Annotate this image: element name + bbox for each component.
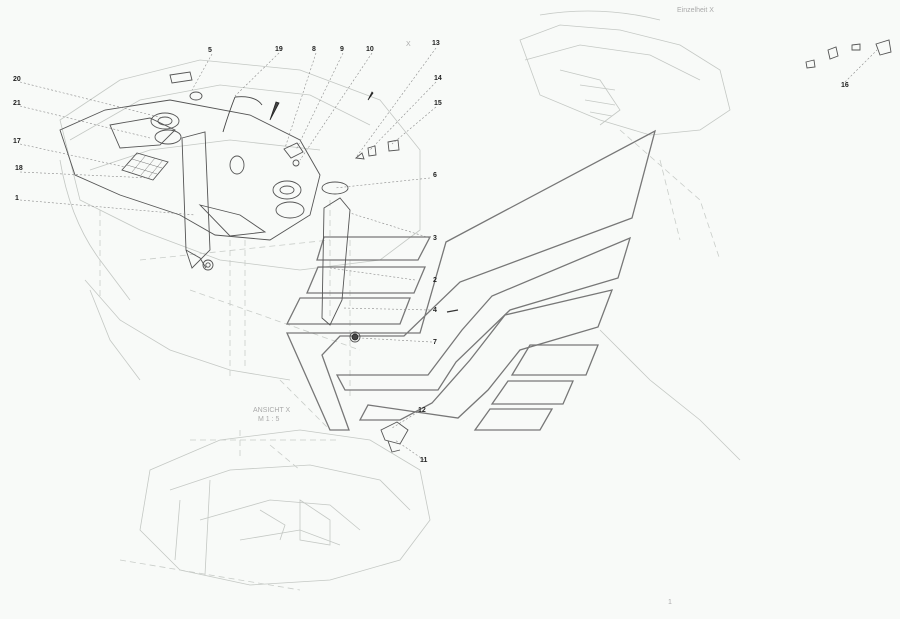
callout-1: 1: [15, 195, 19, 202]
bracket-11-icon: [380, 421, 409, 445]
manufacturer-emblem-watermark: [285, 129, 657, 431]
callout-7: 7: [433, 339, 437, 346]
callout-11: 11: [420, 457, 428, 464]
callout-13: 13: [432, 40, 440, 47]
corner-mark: 1: [668, 599, 672, 606]
callout-16: 16: [841, 82, 849, 89]
callout-10: 10: [366, 46, 374, 53]
callout-12: 12: [418, 407, 426, 414]
grille-18-icon: [121, 152, 169, 181]
grommet-7-icon: [202, 259, 214, 271]
callout-18: 18: [15, 165, 23, 172]
callout-5: 5: [208, 47, 212, 54]
callout-4: 4: [433, 307, 437, 314]
callout-20: 20: [13, 76, 21, 83]
detail-x-label: Einzelheit X: [677, 7, 714, 14]
callout-2: 2: [433, 277, 437, 284]
callout-labels: 1 2 3 4 5 6 7 8 9 10 11 12 13 14 15 16 1…: [13, 40, 849, 464]
a-pillar-3: [321, 197, 351, 326]
leader-lines: [19, 47, 878, 461]
x-marker: X: [406, 41, 411, 48]
callout-19: 19: [275, 46, 283, 53]
callout-14: 14: [434, 75, 442, 82]
clip-16-icon: [875, 39, 892, 56]
view-x-label: ANSICHT X: [253, 407, 291, 414]
callout-6: 6: [433, 172, 437, 179]
callout-9: 9: [340, 46, 344, 53]
a-pillar-1: [181, 131, 211, 269]
parts-assembly: [59, 39, 892, 453]
callout-21: 21: [13, 100, 21, 107]
speaker-6-icon: [272, 180, 302, 200]
drawing-annotations: Einzelheit X ANSICHT X M 1 : 5 X 1: [253, 7, 714, 606]
background-vehicle-outline: [59, 10, 741, 591]
callout-17: 17: [13, 138, 21, 145]
view-scale-label: M 1 : 5: [258, 416, 280, 423]
speaker-21-icon: [150, 112, 180, 130]
callout-8: 8: [312, 46, 316, 53]
callout-15: 15: [434, 100, 442, 107]
callout-3: 3: [433, 235, 437, 242]
